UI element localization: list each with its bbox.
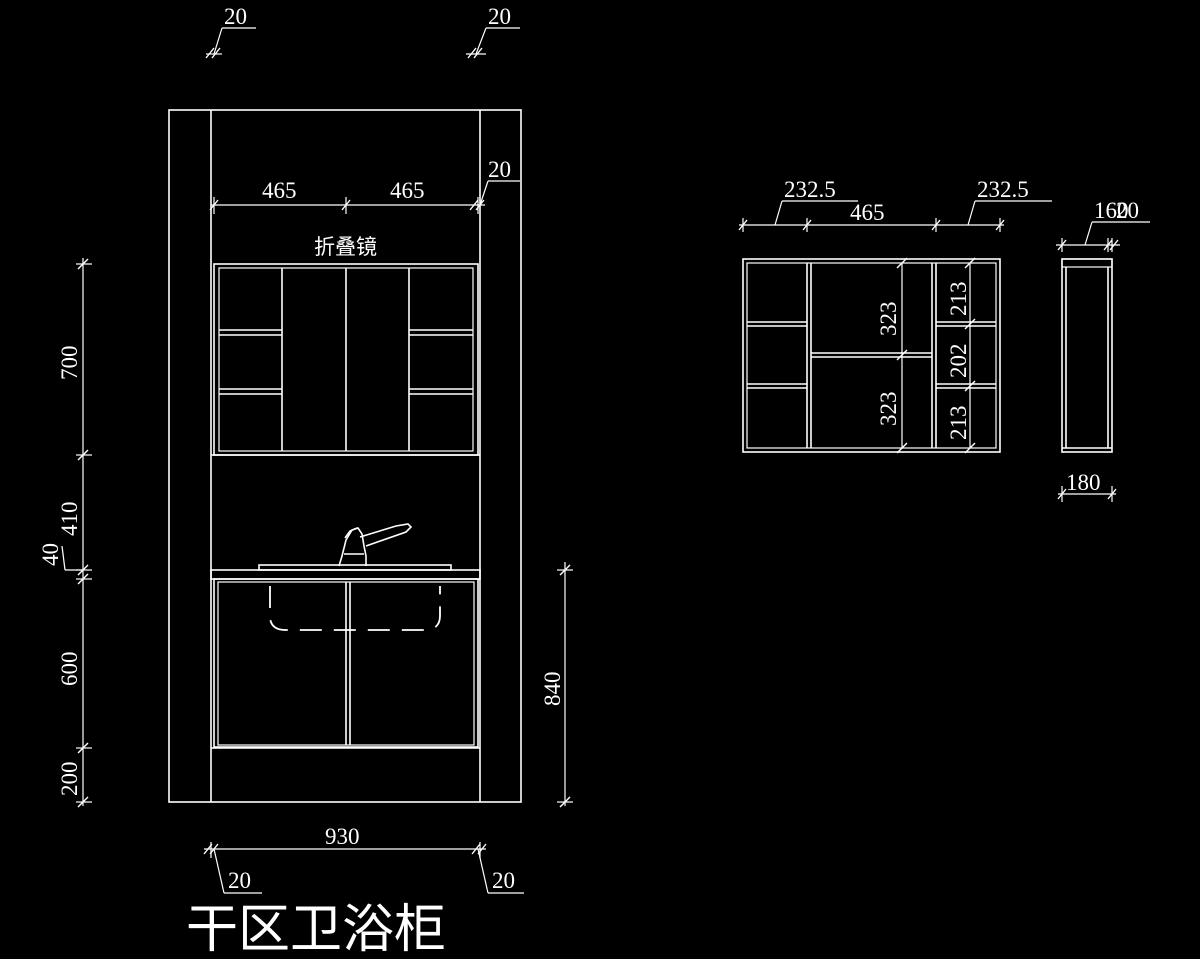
dim-detail-lower-center: 323 <box>876 392 901 427</box>
dim-mirror-left: 465 <box>262 178 297 203</box>
faucet-icon <box>338 523 413 567</box>
dim-bottom-right-gap: 20 <box>492 868 515 893</box>
mirror-label: 折叠镜 <box>314 235 377 259</box>
dim-left-heights: 700 410 40 600 200 <box>38 258 92 808</box>
mirror-cabinet <box>211 263 480 456</box>
dim-mirror-widths: 465 465 20 <box>209 157 520 214</box>
dim-total-width: 930 <box>325 824 360 849</box>
dim-detail-right-bottom: 213 <box>946 406 971 441</box>
dim-top-left-gap: 20 <box>224 4 247 29</box>
detail-front-view: 323 323 213 202 213 <box>742 257 1001 454</box>
dim-height-countertop: 40 <box>38 543 63 566</box>
dim-detail-right-top: 213 <box>946 282 971 317</box>
dim-side-depth: 160 20 <box>1056 198 1150 252</box>
drawing-title: 干区卫浴柜 <box>186 900 446 959</box>
dim-side-depth-a: 160 <box>1094 198 1129 223</box>
dim-height-plinth: 200 <box>57 762 82 797</box>
dim-height-vanity: 840 <box>540 672 565 707</box>
countertop <box>210 564 481 580</box>
dim-height-backsplash: 410 <box>57 502 82 537</box>
dim-mirror-right: 465 <box>390 178 425 203</box>
outer-frame <box>168 109 522 803</box>
dim-detail-right-mid: 202 <box>946 344 971 379</box>
dim-mirror-right-gap: 20 <box>488 157 511 182</box>
dim-detail-widths: 232.5 465 232.5 <box>738 177 1052 232</box>
dim-detail-center: 465 <box>850 200 885 225</box>
dim-height-mirror: 700 <box>57 346 82 381</box>
dim-top-right-gap: 20 <box>488 4 511 29</box>
dim-detail-left: 232.5 <box>784 177 836 202</box>
vanity-cabinet <box>211 578 480 749</box>
main-elevation: 折叠镜 <box>168 109 522 803</box>
dim-side-depth-b: 20 <box>1116 198 1139 223</box>
dim-side-width: 180 <box>1057 470 1117 502</box>
dim-bottom-left-gap: 20 <box>228 868 251 893</box>
dim-vanity-height: 840 <box>540 562 573 808</box>
dim-height-cabinet: 600 <box>57 652 82 687</box>
basin-outline <box>269 586 441 631</box>
detail-side-view <box>1061 258 1113 453</box>
dim-detail-right: 232.5 <box>977 177 1029 202</box>
dim-detail-upper-center: 323 <box>876 302 901 337</box>
dim-side-width-value: 180 <box>1066 470 1101 495</box>
dim-top-gaps: 20 20 <box>205 4 520 59</box>
dim-bottom-width: 930 20 20 <box>203 824 524 894</box>
